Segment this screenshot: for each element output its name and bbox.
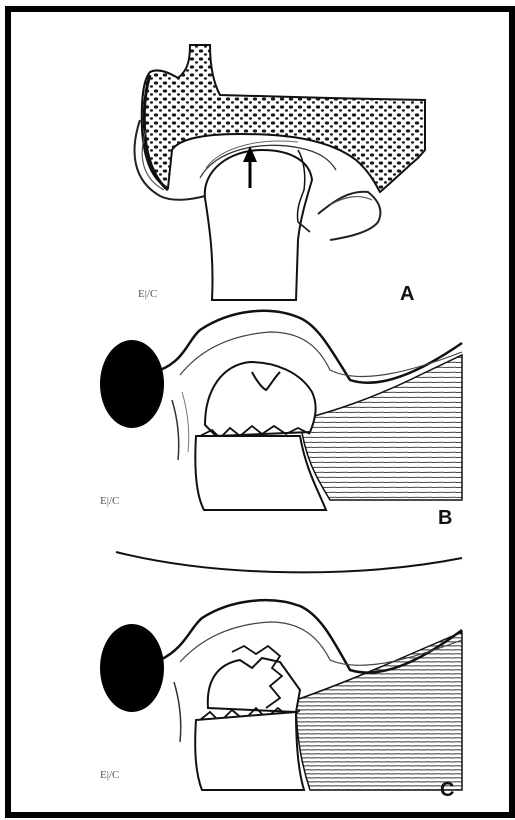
soft-tissue-inner xyxy=(180,332,462,377)
panel-a: E|/C A xyxy=(135,45,425,305)
panel-c-label: C xyxy=(440,779,454,801)
panel-c-credit: E|/C xyxy=(100,769,119,781)
divider-curve xyxy=(116,552,462,572)
panel-b: E|/C B xyxy=(100,311,462,529)
femoral-head xyxy=(205,150,312,300)
fragmented-head xyxy=(208,658,300,712)
cartilage-head xyxy=(205,362,316,436)
muscle-fibers-c xyxy=(296,632,462,790)
femoral-shaft-c xyxy=(195,712,304,790)
labrum-b xyxy=(172,400,179,460)
panel-b-credit: E|/C xyxy=(100,495,119,507)
panel-b-label: B xyxy=(438,507,452,529)
black-oval-marker-c xyxy=(100,624,164,712)
soft-tissue-contour xyxy=(160,311,462,383)
labrum-c xyxy=(174,682,181,742)
panel-c: E|/C C xyxy=(100,600,462,801)
labrum-b-2 xyxy=(182,392,189,452)
black-oval-marker-b xyxy=(100,340,164,428)
panel-a-credit: E|/C xyxy=(138,288,157,300)
muscle-fibers xyxy=(300,355,462,500)
panel-a-label: A xyxy=(400,283,414,305)
